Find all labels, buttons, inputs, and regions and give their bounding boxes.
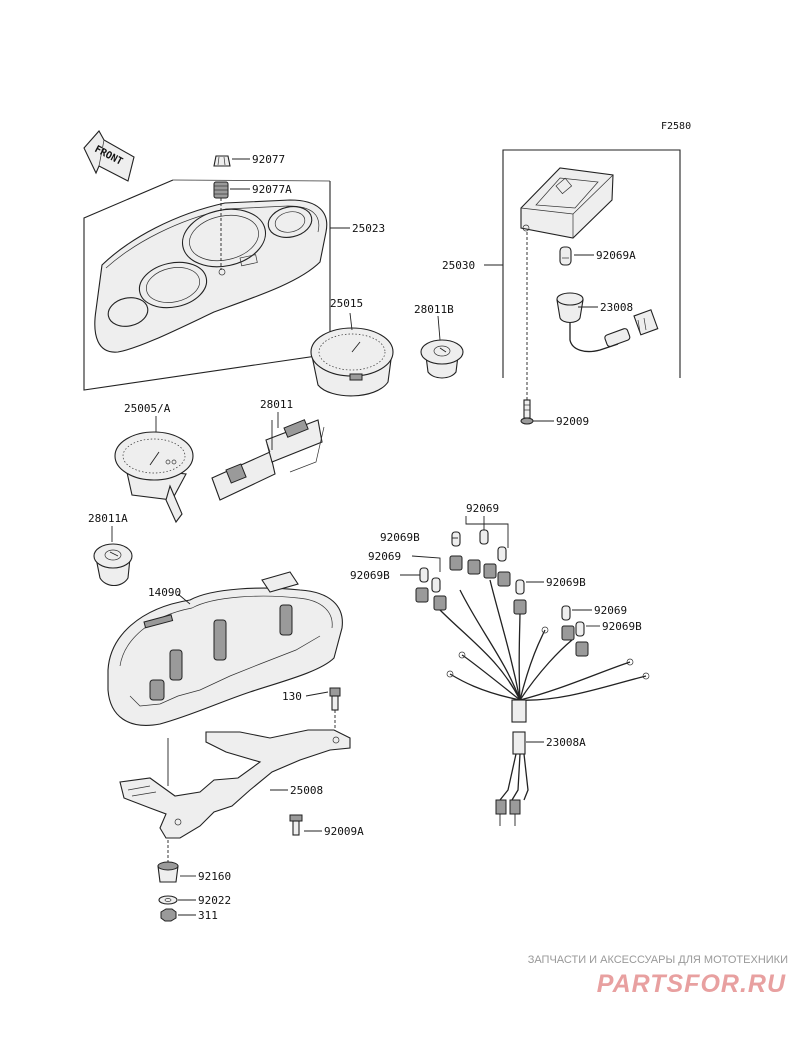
label-25008: 25008 (290, 784, 323, 797)
washer-92022 (158, 895, 178, 905)
socket-28011a (93, 543, 133, 587)
label-92069b-3: 92069B (546, 576, 586, 589)
socket-assembly-28011 (211, 419, 325, 501)
label-23008a: 23008A (546, 736, 586, 749)
label-92009a: 92009A (324, 825, 364, 838)
case-14090 (107, 571, 343, 726)
label-92160: 92160 (198, 870, 231, 883)
label-25023: 25023 (352, 222, 385, 235)
label-92069-3: 92069 (594, 604, 627, 617)
label-92009: 92009 (556, 415, 589, 428)
diagram-code: F2580 (661, 121, 691, 132)
label-92077a: 92077A (252, 183, 292, 196)
label-92069b-1: 92069B (380, 531, 420, 544)
label-28011a: 28011A (88, 512, 128, 525)
label-92069-2: 92069 (368, 550, 401, 563)
label-23008: 23008 (600, 301, 633, 314)
watermark-tagline: ЗАПЧАСТИ И АКСЕССУАРЫ ДЛЯ МОТОТЕХНИКИ (528, 954, 788, 966)
socket-28011b (420, 339, 464, 379)
spring-92077a (213, 181, 229, 270)
indicator-25030 (502, 149, 681, 378)
label-130: 130 (282, 690, 302, 703)
bulb-92069a (559, 246, 572, 266)
watermark-logo: PARTSFOR.RU (597, 970, 786, 998)
lamp-23008 (556, 292, 659, 353)
label-25030: 25030 (442, 259, 475, 272)
screw-92009 (520, 232, 534, 425)
front-arrow-icon: FRONT (83, 130, 135, 182)
label-311: 311 (198, 909, 218, 922)
label-92077: 92077 (252, 153, 285, 166)
meter-25015 (310, 327, 394, 397)
label-92069-top: 92069 (466, 502, 499, 515)
bulb-sockets-group (415, 529, 589, 657)
grommet-92160 (157, 738, 179, 883)
label-25005a: 25005/A (124, 402, 171, 415)
label-28011b: 28011B (414, 303, 454, 316)
bracket-25008 (119, 729, 351, 839)
bolt-130 (329, 687, 341, 735)
label-92069b-4: 92069B (602, 620, 642, 633)
label-25015: 25015 (330, 297, 363, 310)
nut-311 (160, 908, 177, 922)
label-92069a: 92069A (596, 249, 636, 262)
label-92069b-2: 92069B (350, 569, 390, 582)
label-92022: 92022 (198, 894, 231, 907)
leader-lines (111, 158, 600, 916)
label-14090: 14090 (148, 586, 181, 599)
meter-25005a (114, 431, 194, 524)
cap-92077 (213, 155, 231, 167)
wiring-harness (439, 579, 650, 826)
meter-cover-25023 (83, 179, 331, 391)
screw-92009a (289, 814, 303, 836)
part-labels: 92077 92077A 25023 25030 92069A 23008 25… (88, 153, 642, 922)
label-28011: 28011 (260, 398, 293, 411)
